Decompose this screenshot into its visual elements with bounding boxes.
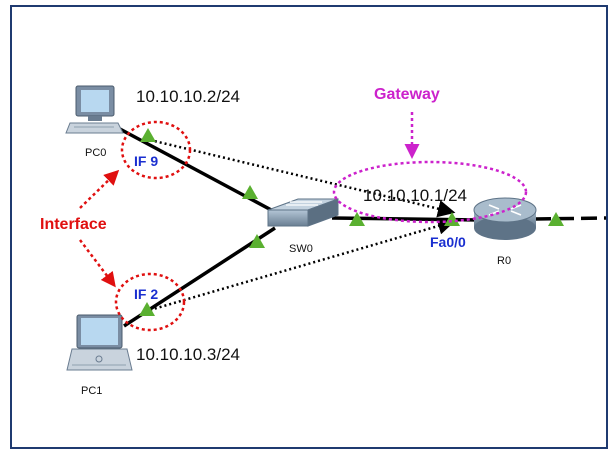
pc0-interface-highlight: [120, 120, 192, 180]
link-indicator: [249, 234, 265, 248]
pc0-ip-address: 10.10.10.2/24: [136, 87, 240, 106]
link-indicator: [548, 212, 564, 226]
desktop-pc-icon[interactable]: [65, 85, 124, 134]
router-icon[interactable]: [473, 197, 537, 240]
link-indicator: [242, 185, 258, 199]
pc0-label: PC0: [85, 147, 106, 159]
pc1-label: PC1: [81, 385, 102, 397]
laptop-icon[interactable]: [66, 314, 133, 371]
link-indicator: [139, 302, 155, 316]
gateway-annotation: Gateway: [374, 86, 440, 103]
pc0-interface-label: IF 9: [134, 153, 158, 169]
pc1-interface-highlight: [114, 272, 186, 332]
gateway-highlight: [332, 160, 528, 224]
link-indicator: [140, 128, 156, 142]
switch-icon[interactable]: [267, 198, 339, 227]
interface-annotation: Interface: [40, 216, 107, 233]
pc1-interface-label: IF 2: [134, 286, 158, 302]
link-indicator: [444, 212, 460, 226]
link-indicator: [349, 212, 365, 226]
r0-label: R0: [497, 255, 511, 267]
sw0-label: SW0: [289, 243, 313, 255]
pc1-ip-address: 10.10.10.3/24: [136, 345, 240, 364]
r0-interface-label: Fa0/0: [430, 234, 466, 250]
interface-arrow-up: [79, 169, 120, 209]
link-r0-external: [534, 216, 607, 221]
gateway-ip-address: 10.10.10.1/24: [363, 186, 467, 205]
gateway-path-pc0: [149, 138, 456, 218]
